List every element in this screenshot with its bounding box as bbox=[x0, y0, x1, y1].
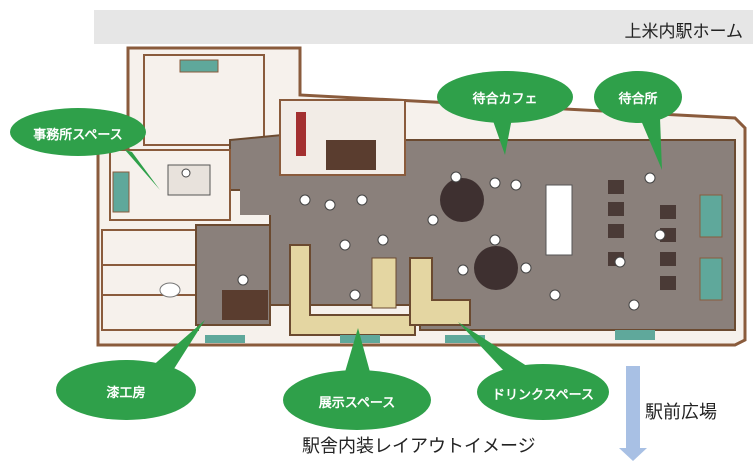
bottom-window-3 bbox=[445, 335, 485, 343]
office-window bbox=[112, 171, 130, 213]
bubble-exhibit bbox=[283, 328, 431, 430]
back-room-counter bbox=[326, 140, 376, 170]
toilet-fixture bbox=[159, 282, 181, 298]
cafe-table-1 bbox=[440, 178, 484, 222]
info-board bbox=[545, 184, 573, 256]
zone-cafe-label: 待合カフェ bbox=[472, 92, 538, 107]
top-window bbox=[179, 59, 219, 73]
bottom-window-1 bbox=[205, 335, 245, 343]
right-window-2 bbox=[699, 257, 723, 301]
drink-counter bbox=[409, 257, 471, 326]
plaza-arrow bbox=[619, 366, 647, 461]
bubble-cafe bbox=[437, 71, 573, 155]
zone-drink-label: ドリンクスペース bbox=[491, 388, 595, 403]
lacquer-bench bbox=[222, 290, 268, 320]
exhibit-center-stand bbox=[371, 257, 397, 309]
toilet-block bbox=[101, 229, 199, 331]
station-plaza-label: 駅前広場 bbox=[645, 402, 717, 423]
platform-label: 上米内駅ホーム bbox=[624, 22, 744, 42]
bubble-office bbox=[10, 108, 160, 190]
right-window-1 bbox=[699, 194, 723, 238]
corridor-floor bbox=[240, 185, 300, 215]
zone-waiting-label: 待合所 bbox=[618, 92, 658, 107]
people-figures bbox=[181, 168, 666, 311]
office-desk bbox=[167, 164, 211, 196]
bubble-drink bbox=[458, 322, 609, 420]
bubble-lacquer bbox=[56, 320, 205, 420]
bottom-window-4 bbox=[615, 330, 655, 340]
platform-header-bar: 上米内駅ホーム bbox=[94, 10, 753, 44]
diagram-caption: 駅舎内装レイアウトイメージ bbox=[302, 436, 536, 457]
zone-office-label: 事務所スペース bbox=[33, 128, 123, 143]
back-room-shelf bbox=[296, 112, 306, 156]
cafe-table-2 bbox=[474, 246, 518, 290]
zone-lacquer-label: 漆工房 bbox=[106, 386, 146, 401]
bubble-waiting bbox=[594, 71, 682, 170]
zone-exhibit-label: 展示スペース bbox=[318, 396, 396, 411]
